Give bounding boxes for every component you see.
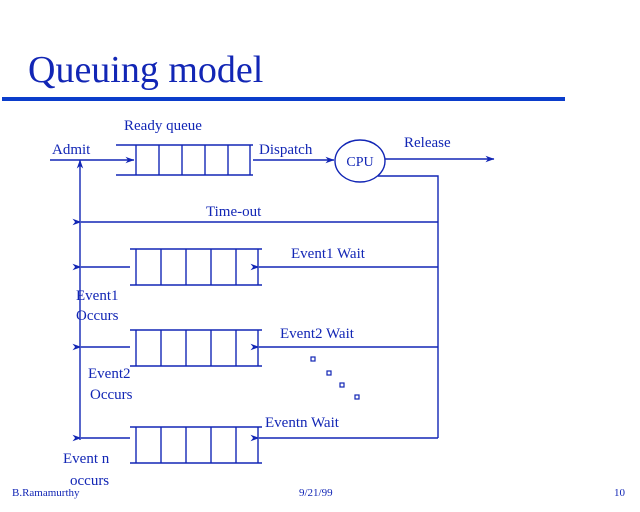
right-bus-line <box>378 175 439 438</box>
eventn-wait-label: Eventn Wait <box>265 415 340 431</box>
cpu-circle <box>334 139 386 183</box>
footer-page-number: 10 <box>614 487 625 499</box>
dispatch-label: Dispatch <box>259 142 313 158</box>
vertical-ellipsis-dots <box>310 356 360 400</box>
time-out-label: Time-out <box>206 204 262 220</box>
ready-queue <box>116 144 253 176</box>
footer-author: B.Ramamurthy <box>12 487 80 499</box>
eventn-queue <box>130 426 262 464</box>
title-underline-rule <box>2 97 565 101</box>
eventn-occurs-label-line1: Event n <box>63 451 110 467</box>
eventn-occurs-label-line2: occurs <box>70 473 109 489</box>
page-title: Queuing model <box>28 49 264 91</box>
event1-occurs-label-line2: Occurs <box>76 308 119 324</box>
ready-queue-label: Ready queue <box>124 118 202 134</box>
event2-occurs-label-line2: Occurs <box>90 387 133 403</box>
event1-occurs-label-line1: Event1 <box>76 288 119 304</box>
event2-queue <box>130 329 262 367</box>
cpu-label: CPU <box>346 155 373 170</box>
event2-occurs-label-line1: Event2 <box>88 366 131 382</box>
event1-wait-label: Event1 Wait <box>291 246 366 262</box>
footer-date: 9/21/99 <box>299 487 333 499</box>
slide-footer: B.Ramamurthy 9/21/99 10 <box>0 487 640 507</box>
event1-queue <box>130 248 262 286</box>
admit-label: Admit <box>52 142 91 158</box>
event2-wait-label: Event2 Wait <box>280 326 355 342</box>
release-label: Release <box>404 135 451 151</box>
